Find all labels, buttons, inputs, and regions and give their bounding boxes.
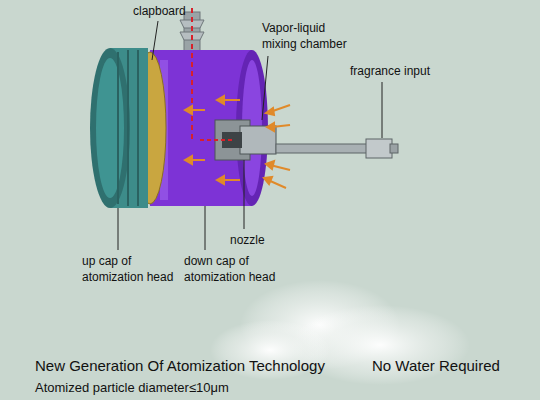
spec-text: Atomized particle diameter≤10μm — [35, 379, 335, 397]
part-label: down cap of atomization head — [184, 253, 288, 285]
part-label: fragrance input — [350, 63, 460, 79]
headline-text: No Water Required — [372, 356, 532, 376]
part-label: nozzle — [230, 232, 290, 248]
part-label: Vapor-liquid mixing chamber — [262, 20, 362, 52]
part-label: up cap of atomization head — [82, 253, 180, 285]
part-label: clapboard — [133, 3, 223, 19]
headline-text: New Generation Of Atomization Technology — [35, 356, 365, 376]
